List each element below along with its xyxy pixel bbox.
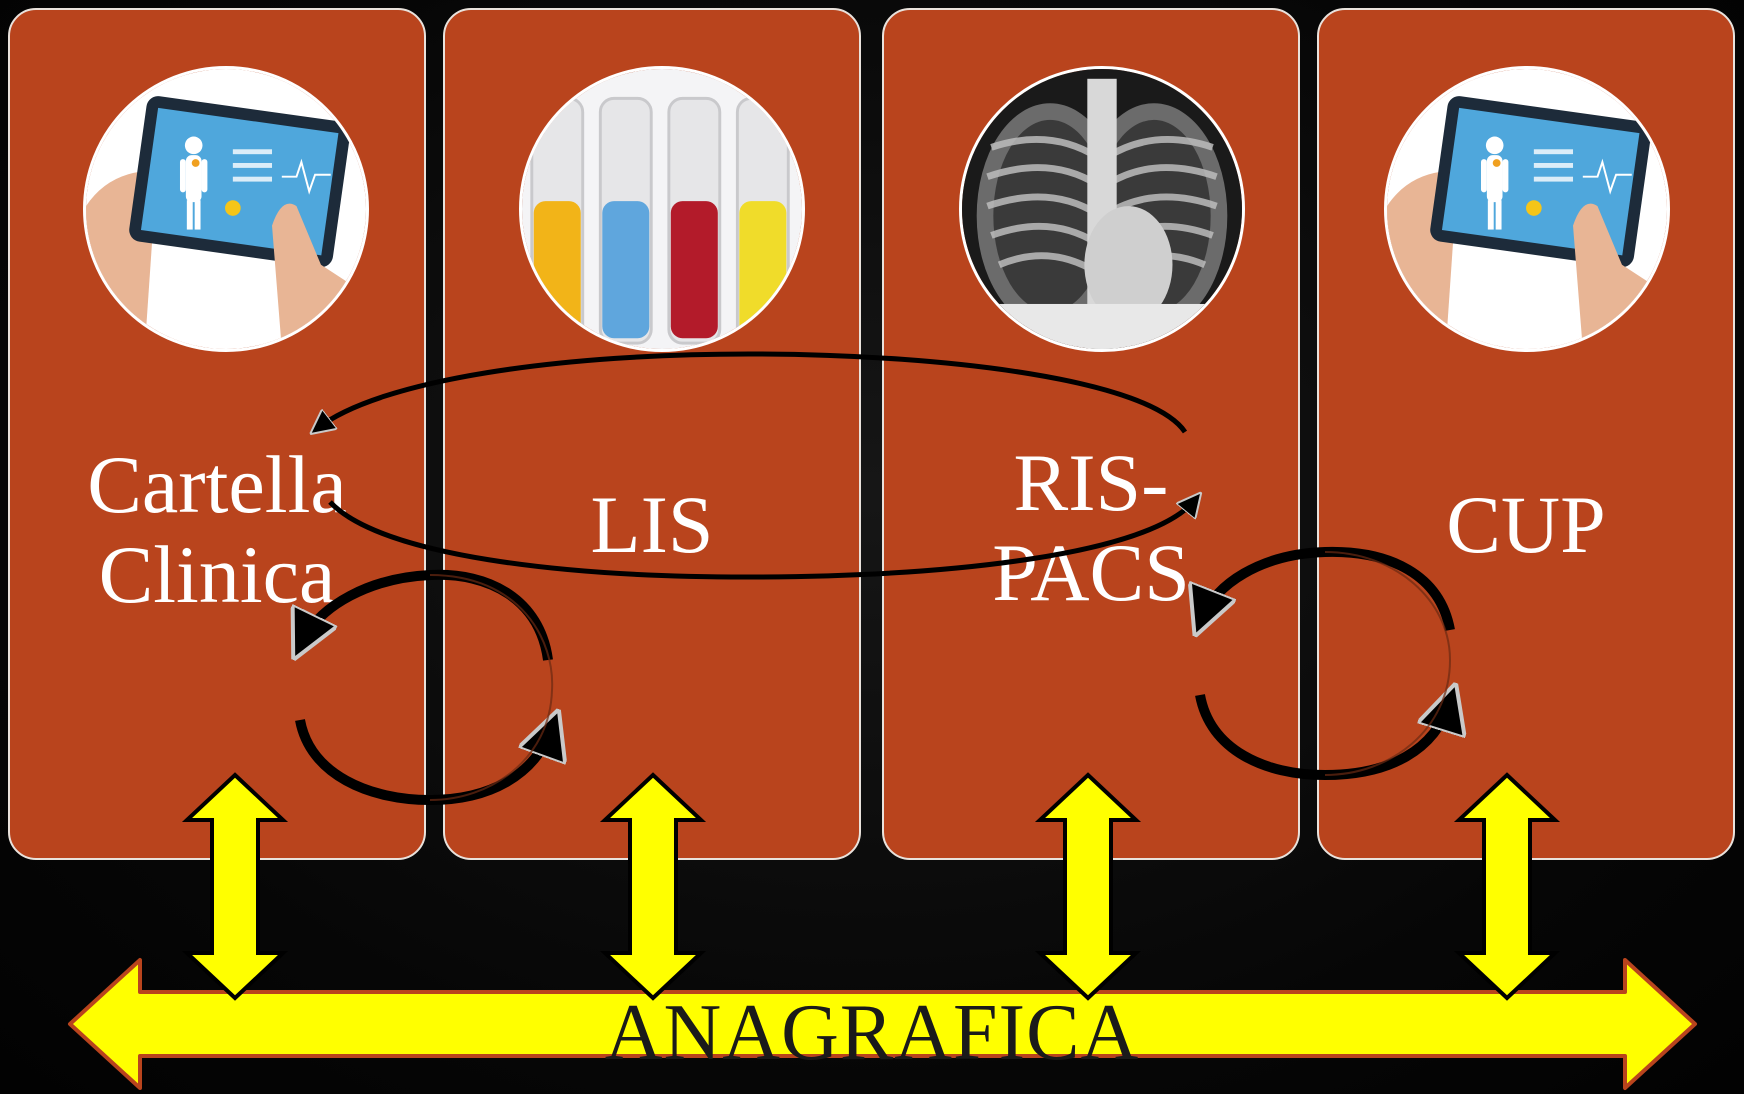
panel-label-line: CUP <box>1319 480 1733 570</box>
panel-label: LIS <box>445 480 859 570</box>
panel-label: RIS- PACS <box>884 438 1298 618</box>
panel-label: Cartella Clinica <box>10 440 424 620</box>
panel-cartella-clinica: Cartella Clinica <box>8 8 426 860</box>
panel-label: CUP <box>1319 480 1733 570</box>
anagrafica-label: ANAGRAFICA <box>0 988 1744 1078</box>
panel-label-line: Cartella <box>10 440 424 530</box>
panel-label-line: Clinica <box>10 530 424 620</box>
panel-label-line: PACS <box>884 528 1298 618</box>
panel-label-line: LIS <box>445 480 859 570</box>
tablet-medical-record-icon <box>1384 66 1670 352</box>
test-tubes-icon <box>519 66 805 352</box>
tablet-medical-record-icon <box>83 66 369 352</box>
panel-lis: LIS <box>443 8 861 860</box>
chest-xray-icon <box>959 66 1245 352</box>
panel-label-line: RIS- <box>884 438 1298 528</box>
panel-ris-pacs: RIS- PACS <box>882 8 1300 860</box>
panel-cup: CUP <box>1317 8 1735 860</box>
